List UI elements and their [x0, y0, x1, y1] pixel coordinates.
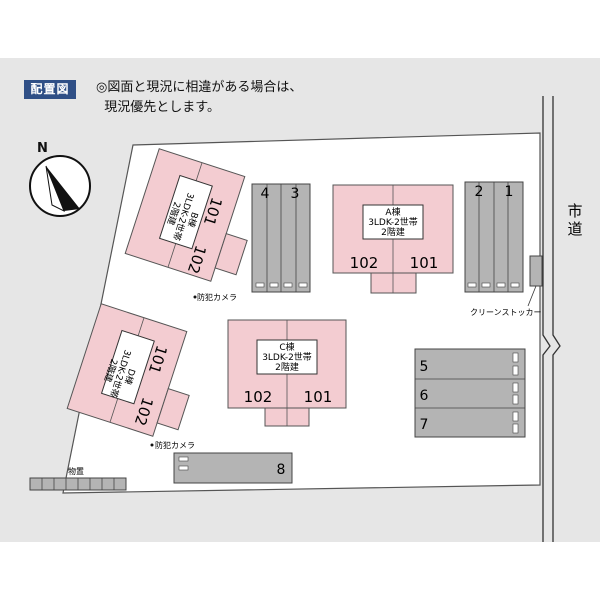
building-c-floors: 2階建: [275, 361, 299, 373]
camera-2-icon: [150, 443, 154, 447]
parking-6-label: 6: [420, 388, 429, 404]
building-d: [66, 303, 190, 437]
road-edge-right: [552, 96, 561, 542]
parking-group-4-3: [251, 183, 311, 293]
building-b: [124, 148, 248, 282]
parking-group-2-1: [464, 181, 524, 293]
disclaimer-note: ◎図面と現況に相違がある場合は、 現況優先とします。: [96, 78, 302, 118]
parking-4-label: 4: [261, 186, 270, 202]
parking-5-label: 5: [420, 359, 429, 375]
camera-1-icon: [193, 295, 197, 299]
building-c-name: C棟: [279, 341, 294, 353]
camera-label-2: 防犯カメラ: [155, 440, 195, 450]
building-c-type: 3LDK-2世帯: [262, 351, 312, 363]
parking-3-label: 3: [291, 186, 300, 202]
note-line-1: ◎図面と現況に相違がある場合は、: [96, 80, 303, 95]
compass-north-label: N: [37, 141, 48, 156]
note-line-2: 現況優先とします。: [104, 100, 220, 115]
building-a-unit-102: 102: [350, 254, 379, 272]
clean-stocker-label: クリーンストッカー: [470, 308, 541, 317]
north-compass-icon: N: [29, 141, 91, 217]
parking-2-label: 2: [475, 184, 484, 200]
parking-1-label: 1: [505, 184, 514, 200]
building-a-unit-101: 101: [410, 254, 439, 272]
building-c-unit-101: 101: [304, 388, 333, 406]
parking-7-label: 7: [420, 417, 429, 433]
building-c: [227, 319, 347, 427]
building-a: [332, 184, 454, 294]
clean-stocker: [529, 255, 543, 287]
parking-8-label: 8: [277, 462, 286, 478]
building-a-floors: 2階建: [381, 226, 405, 238]
parking-8: [173, 452, 293, 484]
road-label-2: 道: [567, 220, 582, 238]
clean-stocker-leader: [527, 285, 537, 307]
road-label-1: 市: [567, 202, 582, 220]
layout-badge: 配置図: [24, 80, 76, 99]
camera-label-1: 防犯カメラ: [197, 292, 237, 302]
building-a-name: A棟: [385, 206, 400, 218]
building-a-type: 3LDK-2世帯: [368, 216, 418, 228]
parking-group-5-7: [414, 348, 526, 438]
road-edge-left: [542, 96, 551, 542]
storage-label: 物置: [68, 466, 84, 476]
storage-shed: [29, 477, 127, 491]
building-c-unit-102: 102: [244, 388, 273, 406]
